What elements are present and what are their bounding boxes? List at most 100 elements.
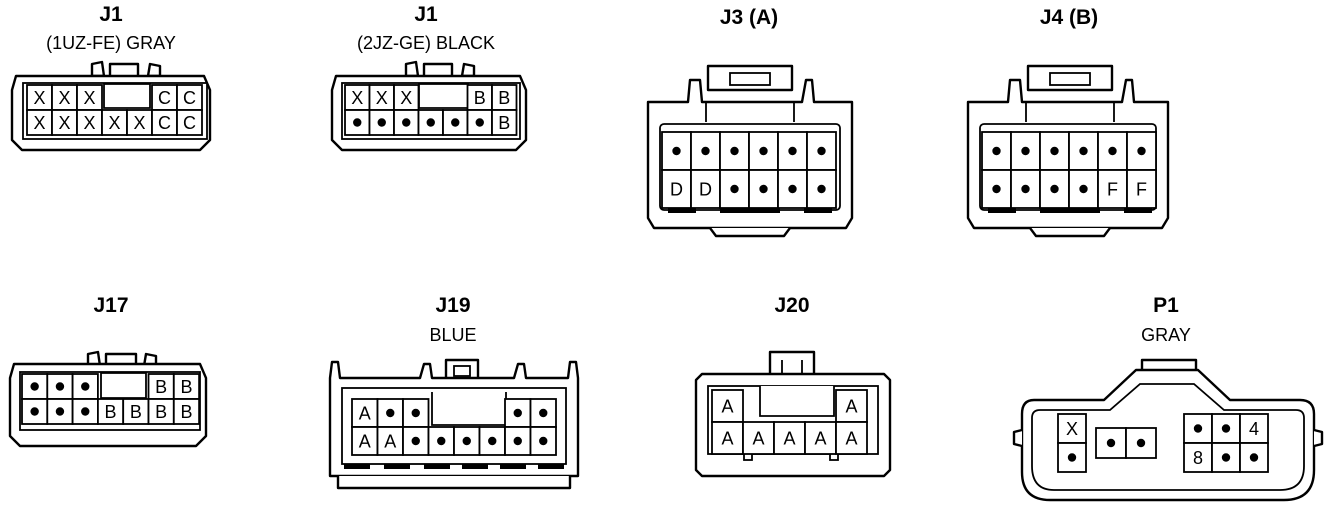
pin-dot <box>1067 453 1077 462</box>
cavity-label: X <box>400 88 412 108</box>
pin-dot <box>30 382 39 391</box>
pin-dot <box>1221 453 1231 462</box>
pin-dot <box>411 436 420 446</box>
cavity-label: A <box>359 432 371 452</box>
connector-p1-title: P1 <box>1153 294 1179 317</box>
cavity-label: B <box>498 88 510 108</box>
cavity-r2-c3: X <box>76 109 103 136</box>
cavity-r2-c1: A <box>711 421 744 455</box>
cavity-r1-c2 <box>46 373 74 400</box>
cavity-r1-c6 <box>1126 131 1157 171</box>
cavity-r2-c7: C <box>176 109 203 136</box>
cavity-r1-c3 <box>402 398 430 428</box>
cavity-r2-c6 <box>466 109 493 136</box>
cavity-right-r2-c1: 8 <box>1183 442 1213 473</box>
cavity-label: D <box>670 180 683 200</box>
cavity-label: A <box>359 404 371 424</box>
cavity-label: X <box>33 88 45 108</box>
pin-dot <box>817 184 826 194</box>
cavity-r2-c1 <box>21 398 49 425</box>
pin-dot <box>1079 184 1088 194</box>
pin-dot <box>513 408 522 418</box>
cavity-r2-c3 <box>393 109 420 136</box>
cavity-r2-c2: D <box>690 169 721 209</box>
cavity-r2-c4 <box>1068 169 1099 209</box>
cavity-r1-c3 <box>71 373 99 400</box>
cavity-r1-c4 <box>1068 131 1099 171</box>
pin-dot <box>402 118 411 127</box>
pin-dot <box>1079 146 1088 156</box>
cavity-r2-c5: F <box>1097 169 1128 209</box>
cavity-r1-c1 <box>661 131 692 171</box>
cavity-middle-c1 <box>1095 427 1127 459</box>
cavity-r1-c2 <box>1010 131 1041 171</box>
cavity-r2-c1: D <box>661 169 692 209</box>
cavity-r1-c4 <box>748 131 779 171</box>
cavity-r2-c6 <box>806 169 837 209</box>
cavity-label: 4 <box>1249 419 1259 439</box>
cavity-middle-c2 <box>1125 427 1157 459</box>
cavity-r2-c2 <box>46 398 74 425</box>
cavity-r2-c3: A <box>773 421 806 455</box>
cavity-r2-c5: X <box>126 109 153 136</box>
pin-dot <box>539 436 548 446</box>
cavity-r2-c4 <box>748 169 779 209</box>
pin-dot <box>81 407 90 416</box>
cavity-r2-c4: B <box>97 398 125 425</box>
cavity-label: F <box>1107 180 1118 200</box>
pin-dot <box>1137 146 1146 156</box>
cavity-r2-c1: X <box>26 109 53 136</box>
cavity-label: B <box>155 402 167 422</box>
connector-j17-title: J17 <box>93 294 128 317</box>
cavity-label: A <box>384 432 396 452</box>
cavity-r1-c1: A <box>351 398 379 428</box>
cavity-label: B <box>130 402 142 422</box>
pin-dot <box>759 184 768 194</box>
pin-dot <box>55 382 65 391</box>
pin-dot <box>1249 453 1259 462</box>
pin-dot <box>992 146 1001 156</box>
cavity-r2-c6: C <box>151 109 178 136</box>
cavity-r2-c1 <box>344 109 371 136</box>
pin-dot <box>701 146 710 156</box>
pin-dot <box>437 436 446 446</box>
pin-dot <box>386 408 395 418</box>
connector-j1-1uz-subtitle: (1UZ-FE) GRAY <box>46 33 176 53</box>
cavity-label: X <box>376 88 388 108</box>
cavity-r1-c1 <box>21 373 49 400</box>
pin-dot <box>1050 146 1059 156</box>
cavity-r2-c4: X <box>101 109 128 136</box>
cavity-r1-c1: A <box>711 389 744 423</box>
cavity-r1-c2 <box>690 131 721 171</box>
cavity-r2-c7: B <box>172 398 201 425</box>
cavity-label: X <box>1066 419 1078 439</box>
cavity-label: C <box>183 88 196 108</box>
cavity-r1-c2: X <box>51 84 78 111</box>
cavity-label: C <box>158 113 171 133</box>
cavity-right-r1-c1 <box>1183 413 1213 444</box>
pin-dot <box>1106 438 1116 448</box>
pin-dot <box>672 146 681 156</box>
pin-dot <box>992 184 1001 194</box>
cavity-r2-c5 <box>777 169 808 209</box>
cavity-label: X <box>33 113 45 133</box>
cavity-r2-c3 <box>719 169 750 209</box>
cavity-label: A <box>814 429 826 449</box>
cavity-r2-c1: A <box>351 426 379 456</box>
pin-dot <box>30 407 39 416</box>
pin-dot <box>1221 424 1231 433</box>
cavity-label: X <box>108 113 120 133</box>
connector-j19-title: J19 <box>435 294 470 317</box>
pin-dot <box>817 146 826 156</box>
cavity-label: B <box>474 88 486 108</box>
pin-dot <box>451 118 460 127</box>
